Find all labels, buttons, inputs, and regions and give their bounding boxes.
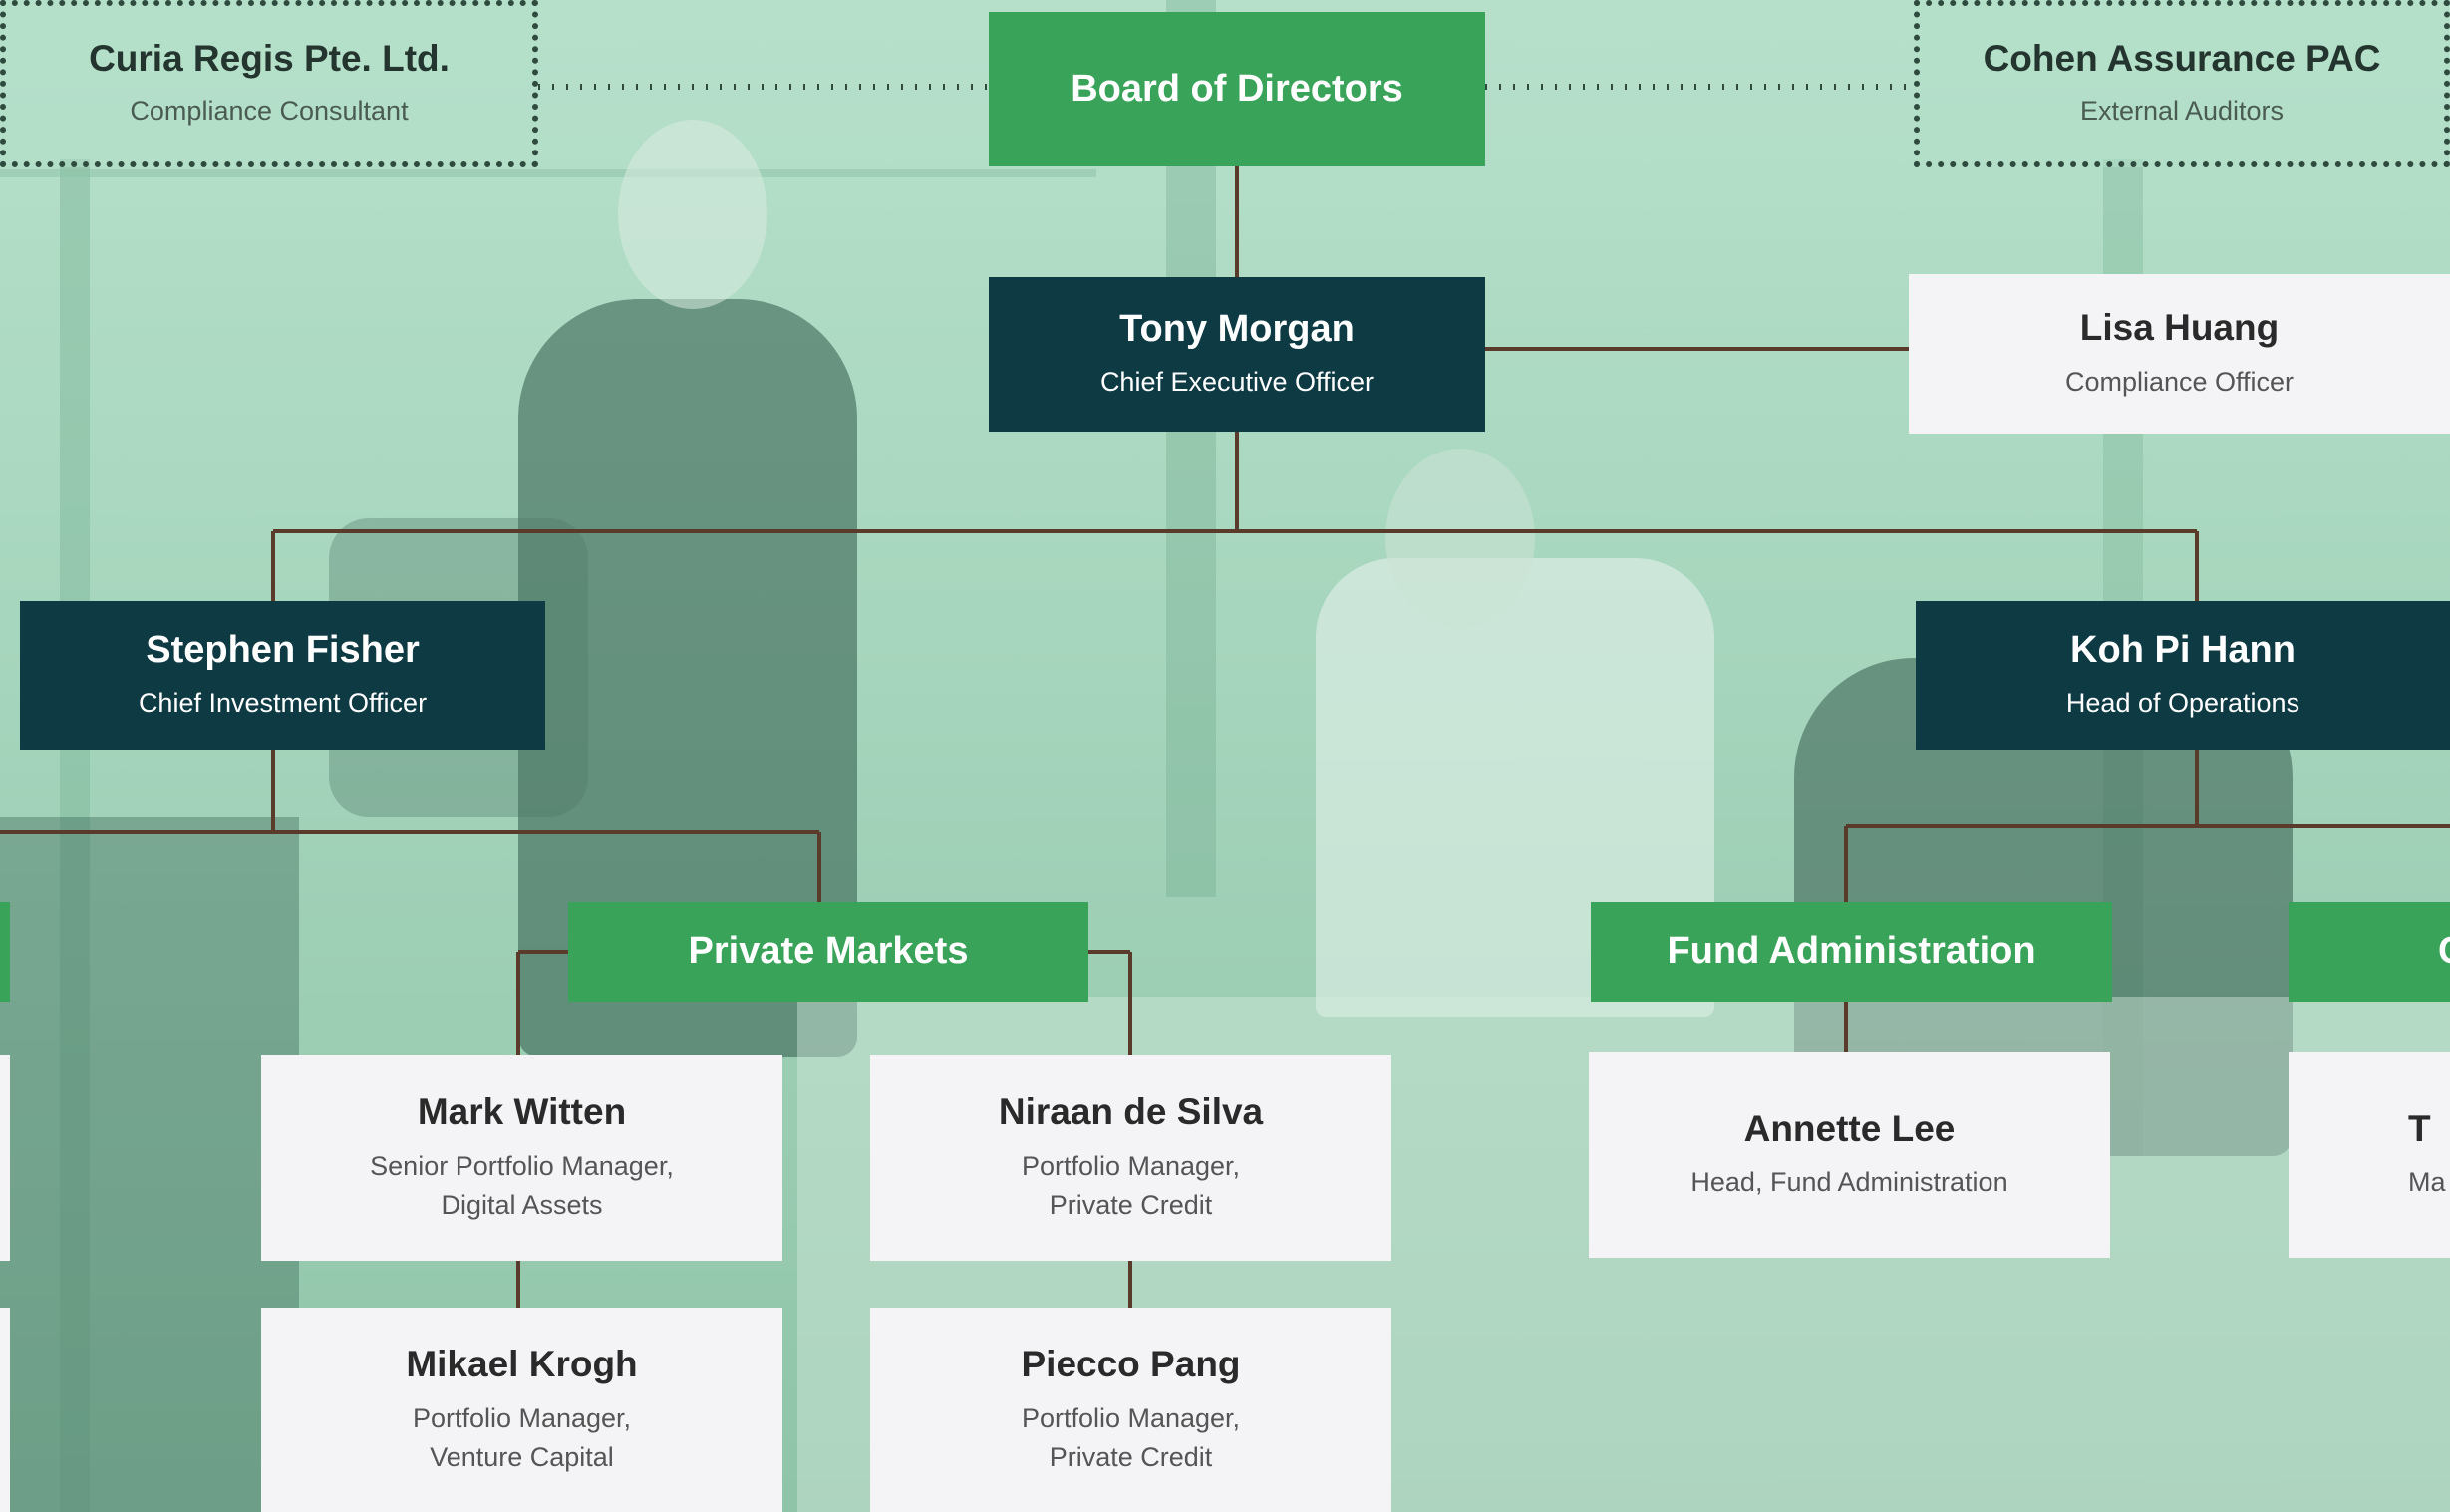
staff-name: Piecco Pang [1021, 1344, 1241, 1385]
department-fund-administration: Fund Administration [1591, 902, 2112, 1002]
staff-name: Niraan de Silva [998, 1091, 1264, 1133]
cio-role: Chief Investment Officer [138, 687, 428, 718]
staff-role: Portfolio Manager, Private Credit [1022, 1399, 1240, 1477]
private-markets-label: Private Markets [688, 930, 969, 973]
staff-name: T [2408, 1107, 2431, 1149]
staff-card-partial-right: T Ma [2289, 1052, 2450, 1258]
compliance-officer-role: Compliance Officer [2064, 366, 2295, 397]
cio-box: Stephen Fisher Chief Investment Officer [20, 601, 545, 750]
staff-role-line: Private Credit [1049, 1189, 1213, 1220]
ceo-box: Tony Morgan Chief Executive Officer [989, 277, 1485, 432]
compliance-consultant-box: Curia Regis Pte. Ltd. Compliance Consult… [0, 0, 538, 167]
department-partial-left [0, 902, 10, 1002]
staff-card-partial-left [0, 1055, 10, 1261]
staff-role: Portfolio Manager, Private Credit [1022, 1147, 1240, 1225]
staff-role-line: Senior Portfolio Manager, [370, 1150, 674, 1181]
ceo-name: Tony Morgan [1119, 308, 1355, 351]
head-of-operations-box: Koh Pi Hann Head of Operations [1916, 601, 2450, 750]
board-of-directors-title: Board of Directors [1071, 67, 1403, 110]
staff-name: Mark Witten [417, 1091, 627, 1133]
staff-card-piecco-pang: Piecco Pang Portfolio Manager, Private C… [870, 1308, 1391, 1512]
staff-card-niraan-de-silva: Niraan de Silva Portfolio Manager, Priva… [870, 1055, 1391, 1261]
external-auditors-box: Cohen Assurance PAC External Auditors [1914, 0, 2450, 167]
department-partial-right: C [2289, 902, 2450, 1002]
partial-department-label: C [2438, 929, 2450, 975]
staff-role: Head, Fund Administration [1690, 1167, 2008, 1198]
staff-role-line: Venture Capital [430, 1441, 614, 1472]
fund-administration-label: Fund Administration [1667, 930, 2036, 973]
department-private-markets: Private Markets [568, 902, 1088, 1002]
compliance-consultant-name: Curia Regis Pte. Ltd. [89, 38, 450, 80]
staff-card-mark-witten: Mark Witten Senior Portfolio Manager, Di… [261, 1055, 782, 1261]
compliance-officer-name: Lisa Huang [2079, 307, 2280, 349]
ceo-role: Chief Executive Officer [1099, 366, 1375, 397]
head-of-operations-role: Head of Operations [2065, 687, 2300, 718]
staff-role-line: Private Credit [1049, 1441, 1213, 1472]
staff-role: Senior Portfolio Manager, Digital Assets [370, 1147, 674, 1225]
staff-card-mikael-krogh: Mikael Krogh Portfolio Manager, Venture … [261, 1308, 782, 1512]
external-auditors-role: External Auditors [2079, 95, 2285, 126]
staff-role: Portfolio Manager, Venture Capital [413, 1399, 631, 1477]
compliance-consultant-role: Compliance Consultant [130, 95, 409, 126]
staff-role: Ma [2408, 1167, 2446, 1198]
staff-role-line: Digital Assets [441, 1189, 603, 1220]
staff-card-annette-lee: Annette Lee Head, Fund Administration [1589, 1052, 2110, 1258]
compliance-officer-box: Lisa Huang Compliance Officer [1909, 274, 2450, 434]
staff-role-line: Portfolio Manager, [1021, 1150, 1241, 1181]
staff-role-line: Portfolio Manager, [1021, 1402, 1241, 1433]
board-of-directors-box: Board of Directors [989, 12, 1485, 166]
staff-name: Mikael Krogh [406, 1344, 638, 1385]
staff-role-line: Portfolio Manager, [412, 1402, 632, 1433]
head-of-operations-name: Koh Pi Hann [2070, 629, 2296, 672]
cio-name: Stephen Fisher [146, 629, 420, 672]
staff-name: Annette Lee [1743, 1107, 1956, 1149]
external-auditors-name: Cohen Assurance PAC [1983, 38, 2381, 80]
staff-card-partial-left-lower [0, 1308, 10, 1512]
